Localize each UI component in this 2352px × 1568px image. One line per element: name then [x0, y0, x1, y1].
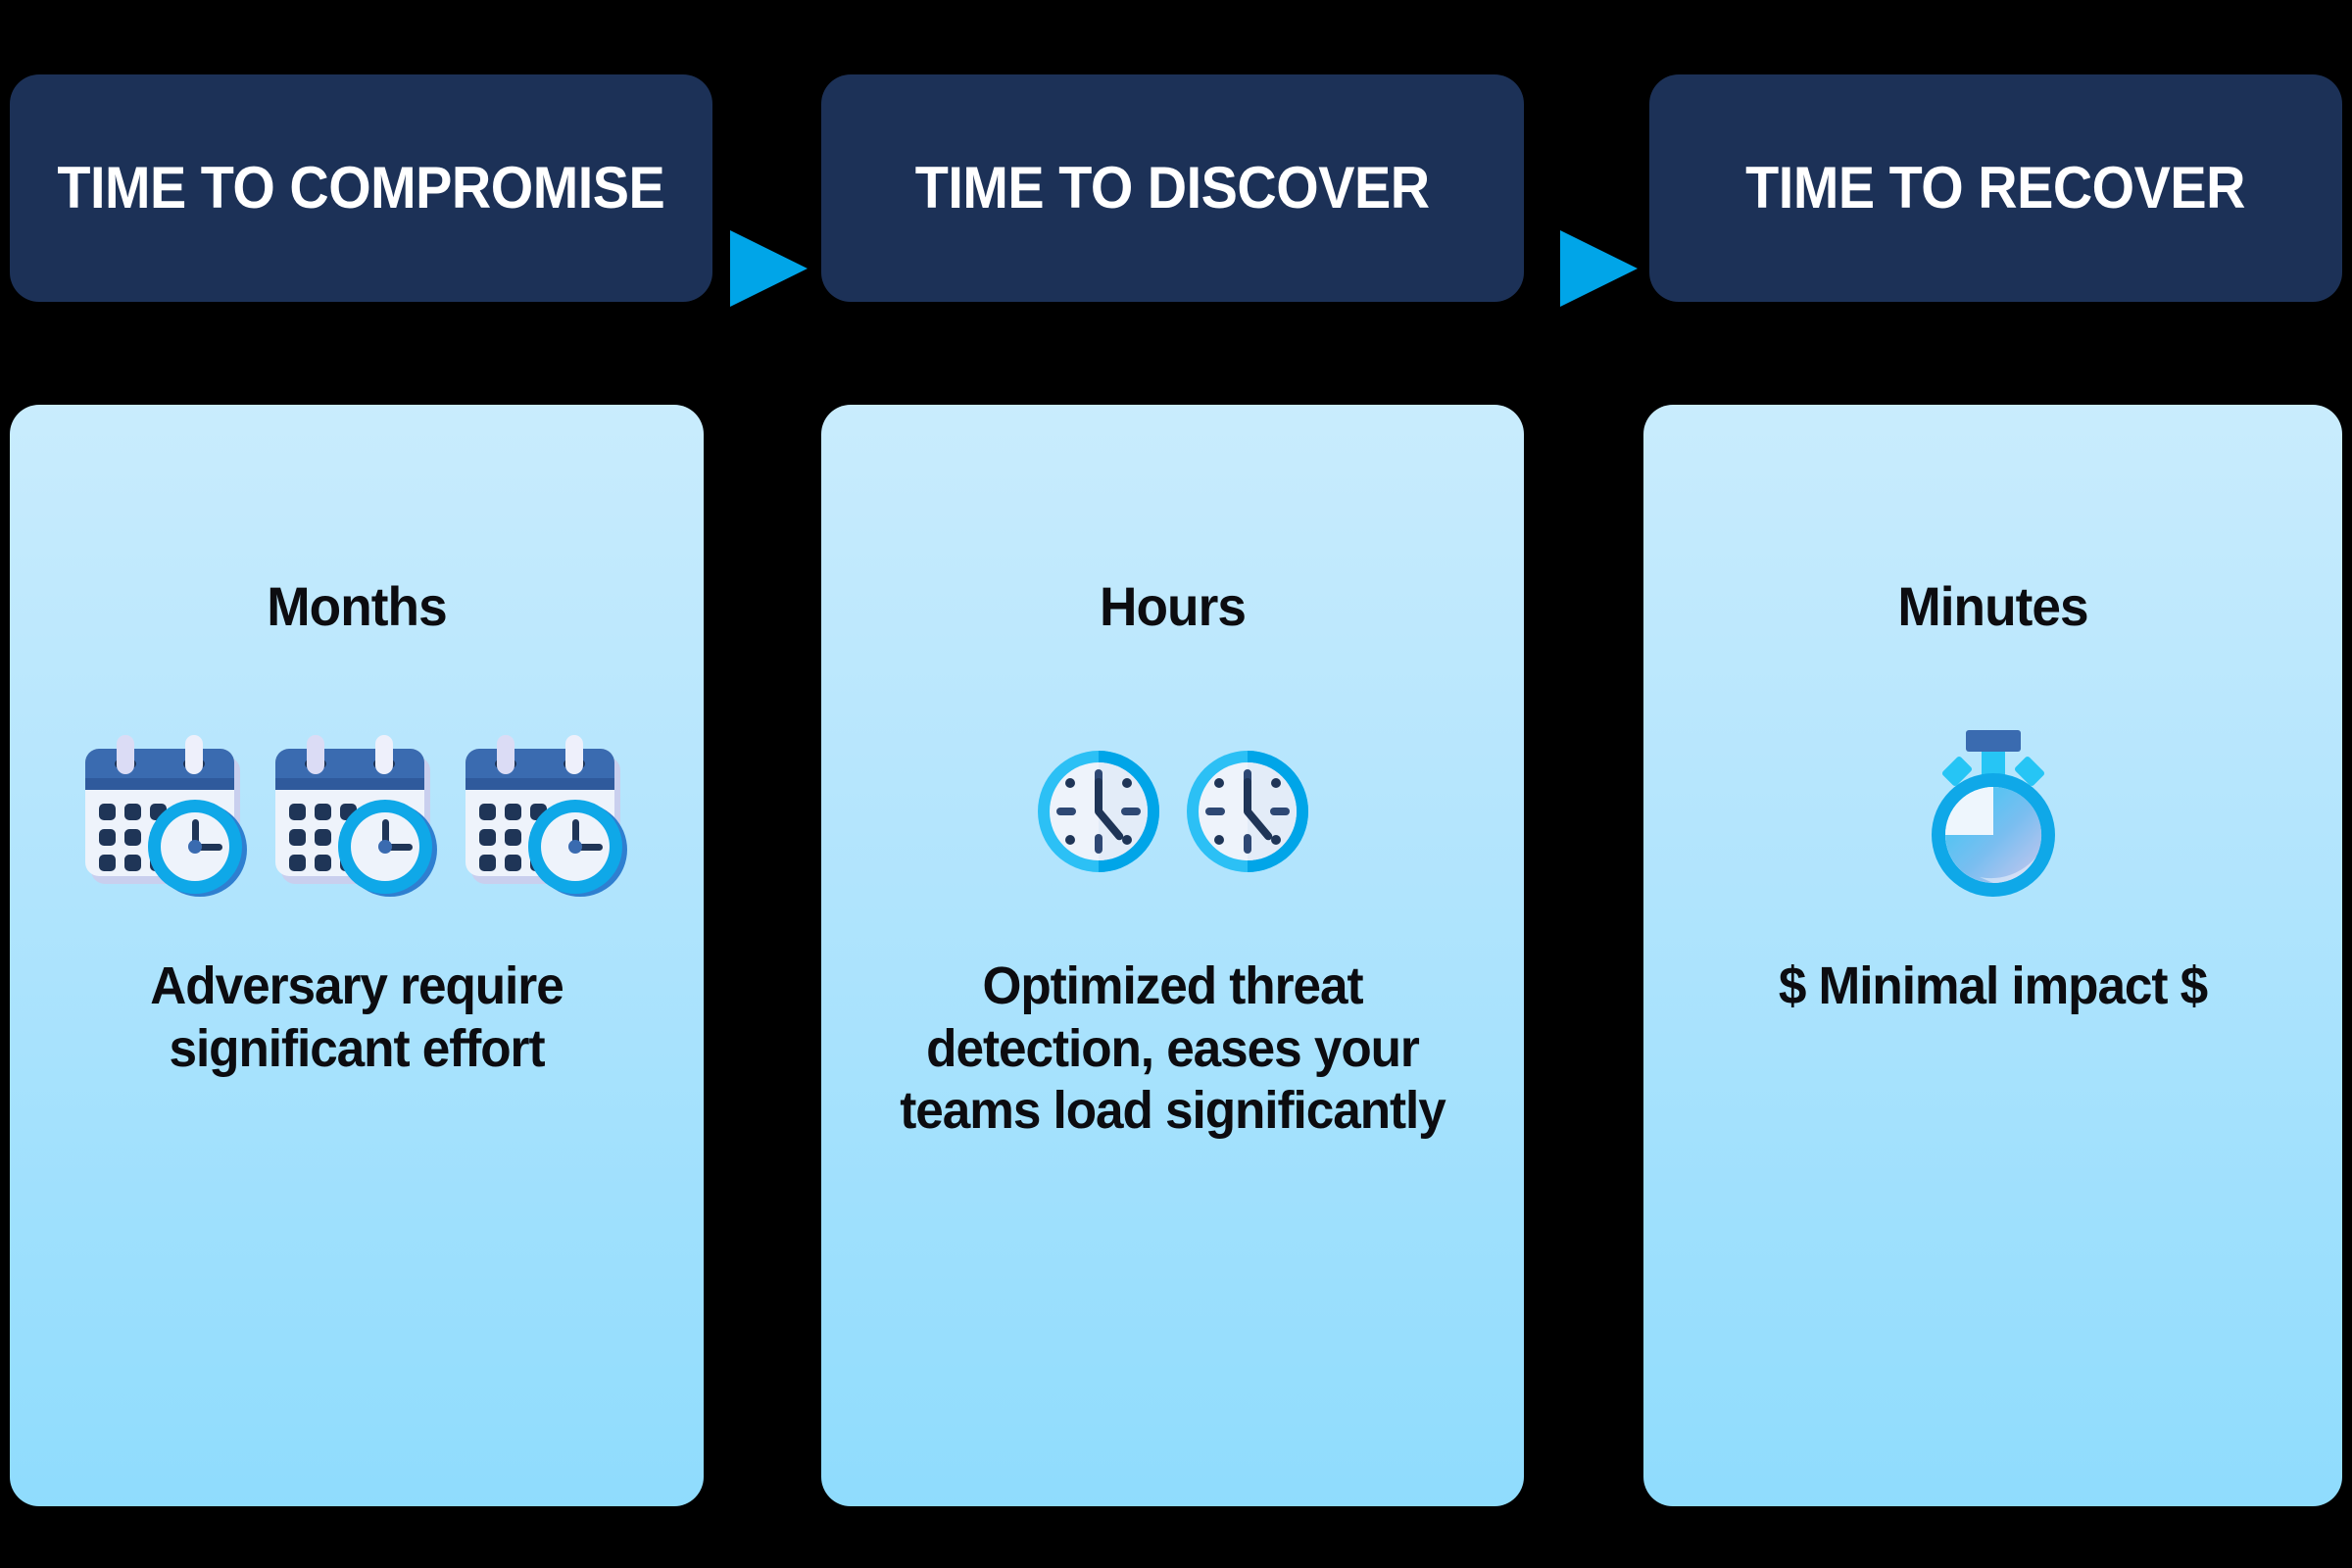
- stage-card-time-to-discover[interactable]: Hours: [821, 405, 1524, 1506]
- stage-card-title: Months: [267, 575, 447, 637]
- clock-icon: [1186, 751, 1308, 872]
- three-calendars-with-clock-icon: [10, 699, 704, 924]
- stopwatch-icon: [1931, 730, 2055, 897]
- stage-header-label: TIME TO COMPROMISE: [57, 155, 665, 220]
- stage-header-label: TIME TO RECOVER: [1745, 155, 2246, 220]
- stage-card-description: $ Minimal impact $: [1778, 956, 2208, 1015]
- stage-header-label: TIME TO DISCOVER: [915, 155, 1430, 220]
- calendar-with-clock-icon: [466, 734, 627, 897]
- stage-card-time-to-recover[interactable]: Minutes: [1643, 405, 2342, 1506]
- stage-card-description: Optimized threat detection, eases your t…: [900, 956, 1446, 1141]
- stage-header-row: TIME TO COMPROMISE TIME TO DISCOVER TIME…: [0, 74, 2352, 307]
- right-arrow-icon: [730, 230, 808, 307]
- stopwatch-icon: [1643, 699, 2342, 924]
- clock-icon: [1037, 751, 1159, 872]
- stage-header-time-to-recover[interactable]: TIME TO RECOVER: [1649, 74, 2342, 302]
- right-arrow-icon: [1560, 230, 1638, 307]
- two-clocks-icon: [821, 699, 1524, 924]
- stage-card-title: Hours: [1100, 575, 1247, 637]
- stage-header-time-to-discover[interactable]: TIME TO DISCOVER: [821, 74, 1524, 302]
- calendar-with-clock-icon: [275, 734, 437, 897]
- stage-card-description: Adversary require significant effort: [150, 956, 564, 1078]
- stage-card-row: Months: [0, 405, 2352, 1506]
- stage-header-time-to-compromise[interactable]: TIME TO COMPROMISE: [10, 74, 712, 302]
- stage-card-title: Minutes: [1897, 575, 2088, 637]
- calendar-with-clock-icon: [85, 734, 247, 897]
- stage-card-time-to-compromise[interactable]: Months: [10, 405, 704, 1506]
